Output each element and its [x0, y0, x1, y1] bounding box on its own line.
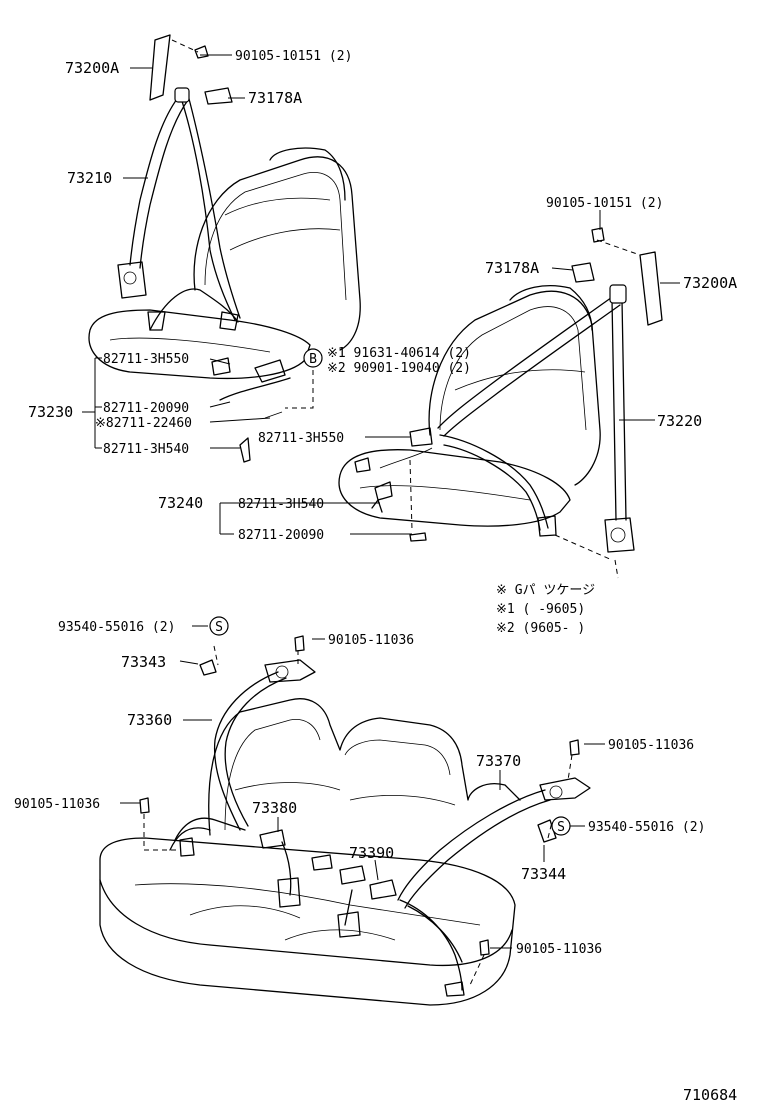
marker-s-right-letter: S [557, 820, 565, 835]
part-labels: 73200A 90105-10151 (2) 73178A 73210 9010… [14, 49, 737, 1104]
label-90105-10151-right: 90105-10151 (2) [546, 196, 663, 211]
marker-b: B [303, 348, 323, 368]
label-73210: 73210 [67, 169, 112, 187]
label-73390: 73390 [349, 844, 394, 862]
label-73360: 73360 [127, 711, 172, 729]
label-73343: 73343 [121, 653, 166, 671]
front-left-seat-drawing [88, 34, 361, 463]
label-90105-11036-c: 90105-11036 [14, 797, 100, 812]
label-82711-3H550-b: 82711-3H550 [258, 431, 344, 446]
legend-line0: ※ Gパ ツケージ [496, 583, 595, 598]
front-right-seat-drawing [338, 227, 663, 553]
label-73370: 73370 [476, 752, 521, 770]
label-73200A-right: 73200A [683, 274, 737, 292]
figure-id: 710684 [683, 1086, 737, 1104]
legend-line2: ※2 (9605- ) [496, 621, 585, 636]
rear-seat-drawing [99, 635, 591, 1006]
legend-line1: ※1 ( -9605) [496, 602, 585, 617]
label-b-note1: ※1 91631-40614 (2) [327, 346, 471, 361]
label-90105-11036-b: 90105-11036 [608, 738, 694, 753]
label-90105-11036-d: 90105-11036 [516, 942, 602, 957]
label-73200A-left: 73200A [65, 59, 119, 77]
label-b-note2: ※2 90901-19040 (2) [327, 361, 471, 376]
marker-s-right: S [551, 816, 571, 836]
marker-b-letter: B [309, 352, 317, 367]
label-93540-55016-left: 93540-55016 (2) [58, 620, 175, 635]
label-82711-22460: ※82711-22460 [95, 416, 192, 431]
label-73240: 73240 [158, 494, 203, 512]
label-82711-20090-a: 82711-20090 [103, 401, 189, 416]
label-73344: 73344 [521, 865, 566, 883]
label-82711-20090-b: 82711-20090 [238, 528, 324, 543]
marker-s-left: S [209, 616, 229, 636]
label-82711-3H540-b: 82711-3H540 [238, 497, 324, 512]
marker-s-left-letter: S [215, 620, 223, 635]
label-90105-11036-a: 90105-11036 [328, 633, 414, 648]
label-82711-3H540-a: 82711-3H540 [103, 442, 189, 457]
label-93540-55016-right: 93540-55016 (2) [588, 820, 705, 835]
label-73230: 73230 [28, 403, 73, 421]
dashed-assembly-lines [143, 39, 641, 986]
leader-lines [82, 54, 680, 949]
label-82711-3H550-a: 82711-3H550 [103, 352, 189, 367]
label-73380: 73380 [252, 799, 297, 817]
label-73220: 73220 [657, 412, 702, 430]
label-73178A-right: 73178A [485, 259, 539, 277]
label-73178A-left: 73178A [248, 89, 302, 107]
label-90105-10151-left: 90105-10151 (2) [235, 49, 352, 64]
